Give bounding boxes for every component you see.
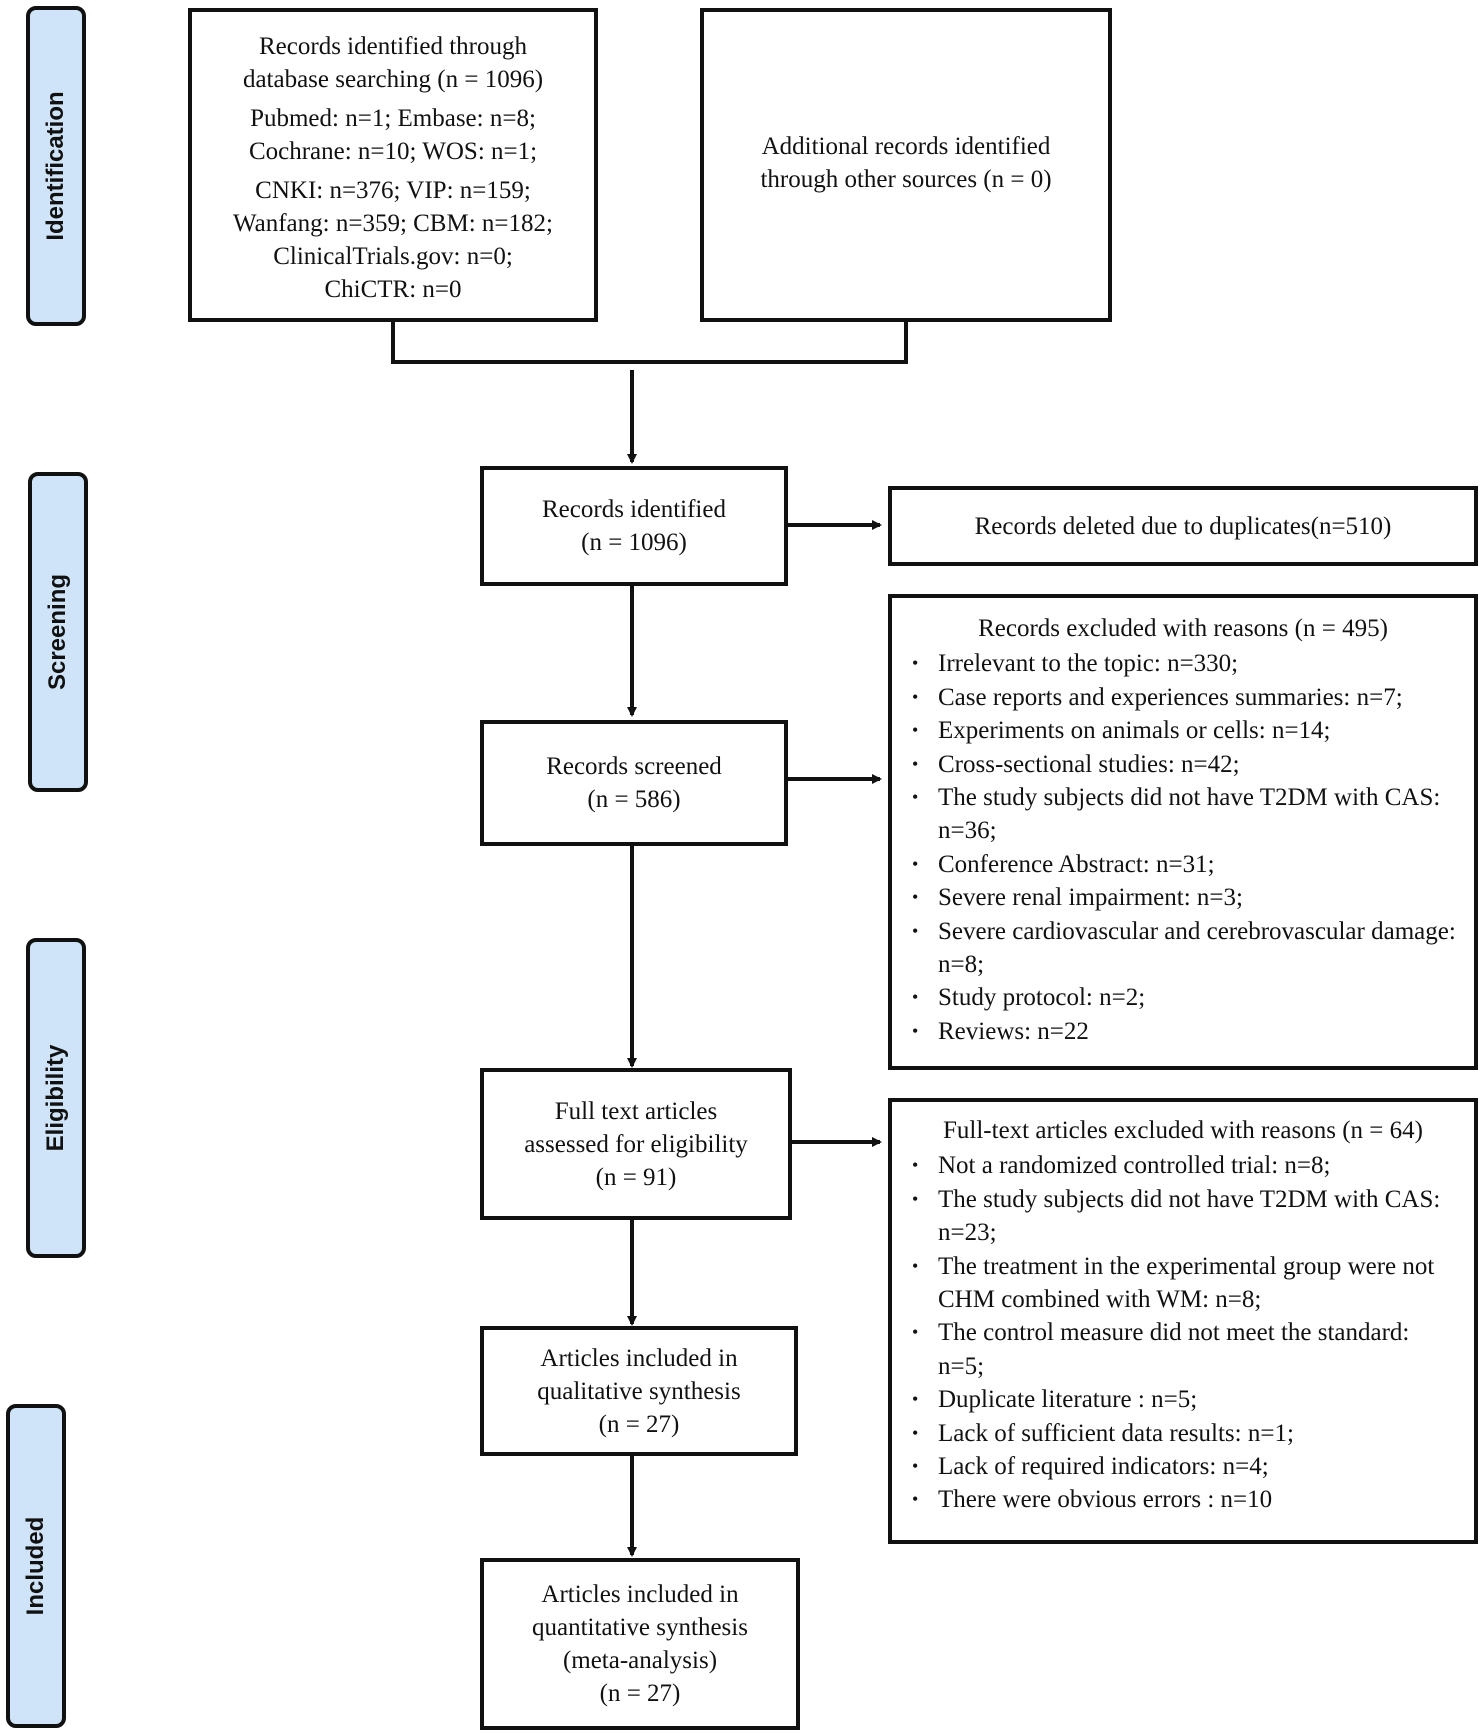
fulltext-exclusion-item: The study subjects did not have T2DM wit… <box>906 1183 1460 1250</box>
quantitative-line-4: (n = 27) <box>599 1680 681 1707</box>
fulltext-line-2: assessed for eligibility <box>524 1130 748 1158</box>
records-identified-line-2: (n = 1096) <box>581 529 687 556</box>
records-identified-box: Records identified (n = 1096) <box>480 466 788 586</box>
fulltext-exclusion-item: Duplicate literature : n=5; <box>906 1383 1460 1417</box>
screening-exclusion-item: Irrelevant to the topic: n=330; <box>906 647 1460 681</box>
stage-eligibility: Eligibility <box>26 938 86 1258</box>
fulltext-exclusions-box: Full-text articles excluded with reasons… <box>888 1098 1478 1544</box>
fulltext-exclusion-item: Lack of required indicators: n=4; <box>906 1450 1460 1484</box>
screening-exclusion-item: Reviews: n=22 <box>906 1015 1460 1049</box>
screening-exclusions-box: Records excluded with reasons (n = 495) … <box>888 594 1478 1070</box>
duplicates-line-1: Records deleted due to duplicates(n=510) <box>974 512 1392 540</box>
duplicates-box: Records deleted due to duplicates(n=510) <box>888 486 1478 566</box>
screening-exclusions-list: Irrelevant to the topic: n=330; Case rep… <box>906 647 1460 1048</box>
fulltext-exclusion-item: There were obvious errors : n=10 <box>906 1483 1460 1517</box>
other-sources-line-1: Additional records identified <box>761 133 1051 160</box>
screening-exclusion-item: Case reports and experiences summaries: … <box>906 681 1460 715</box>
qualitative-line-3: (n = 27) <box>598 1410 680 1438</box>
database-line-3: Pubmed: n=1; Embase: n=8; <box>250 105 536 132</box>
database-line-5: CNKI: n=376; VIP: n=159; <box>255 177 531 204</box>
stage-included-label: Included <box>22 1516 49 1616</box>
database-line-1: Records identified through <box>259 33 527 60</box>
other-sources-box: Additional records identified through ot… <box>700 8 1112 322</box>
fulltext-exclusion-item: Lack of sufficient data results: n=1; <box>906 1417 1460 1451</box>
fulltext-exclusion-item: The treatment in the experimental group … <box>906 1250 1460 1317</box>
screening-exclusion-item: Severe cardiovascular and cerebrovascula… <box>906 915 1460 982</box>
screening-exclusion-item: Experiments on animals or cells: n=14; <box>906 714 1460 748</box>
qualitative-line-1: Articles included in <box>540 1344 738 1372</box>
screening-exclusion-item: Severe renal impairment: n=3; <box>906 881 1460 915</box>
fulltext-assessed-box: Full text articles assessed for eligibil… <box>480 1068 792 1220</box>
screening-exclusion-item: Cross-sectional studies: n=42; <box>906 748 1460 782</box>
fulltext-line-1: Full text articles <box>554 1097 718 1125</box>
database-search-box: Records identified through database sear… <box>188 8 598 322</box>
database-line-2: database searching (n = 1096) <box>242 66 544 93</box>
quantitative-line-2: quantitative synthesis <box>532 1614 748 1641</box>
fulltext-line-3: (n = 91) <box>595 1163 677 1191</box>
records-screened-line-2: (n = 586) <box>587 786 681 813</box>
qualitative-line-2: qualitative synthesis <box>537 1377 741 1405</box>
quantitative-line-3: (meta-analysis) <box>562 1647 718 1674</box>
qualitative-synthesis-box: Articles included in qualitative synthes… <box>480 1326 798 1456</box>
screening-exclusion-item: The study subjects did not have T2DM wit… <box>906 781 1460 848</box>
fulltext-exclusion-item: Not a randomized controlled trial: n=8; <box>906 1149 1460 1183</box>
stage-screening: Screening <box>28 472 88 792</box>
database-line-6: Wanfang: n=359; CBM: n=182; <box>233 210 553 237</box>
records-identified-line-1: Records identified <box>542 496 726 523</box>
other-sources-line-2: through other sources (n = 0) <box>760 166 1052 193</box>
quantitative-line-1: Articles included in <box>541 1581 739 1608</box>
database-line-8: ChiCTR: n=0 <box>324 276 462 303</box>
stage-identification-label: Identification <box>42 91 69 241</box>
screening-exclusion-item: Conference Abstract: n=31; <box>906 848 1460 882</box>
stage-screening-label: Screening <box>44 573 71 691</box>
quantitative-synthesis-box: Articles included in quantitative synthe… <box>480 1558 800 1730</box>
fulltext-exclusions-title: Full-text articles excluded with reasons… <box>943 1117 1423 1144</box>
screening-exclusions-title: Records excluded with reasons (n = 495) <box>978 615 1388 642</box>
records-screened-line-1: Records screened <box>546 753 722 780</box>
stage-included: Included <box>6 1404 66 1728</box>
stage-identification: Identification <box>26 6 86 326</box>
records-screened-box: Records screened (n = 586) <box>480 720 788 846</box>
fulltext-exclusions-list: Not a randomized controlled trial: n=8; … <box>906 1149 1460 1517</box>
stage-eligibility-label: Eligibility <box>42 1044 69 1152</box>
database-line-7: ClinicalTrials.gov: n=0; <box>273 243 513 270</box>
screening-exclusion-item: Study protocol: n=2; <box>906 981 1460 1015</box>
fulltext-exclusion-item: The control measure did not meet the sta… <box>906 1316 1460 1383</box>
database-line-4: Cochrane: n=10; WOS: n=1; <box>248 138 538 165</box>
